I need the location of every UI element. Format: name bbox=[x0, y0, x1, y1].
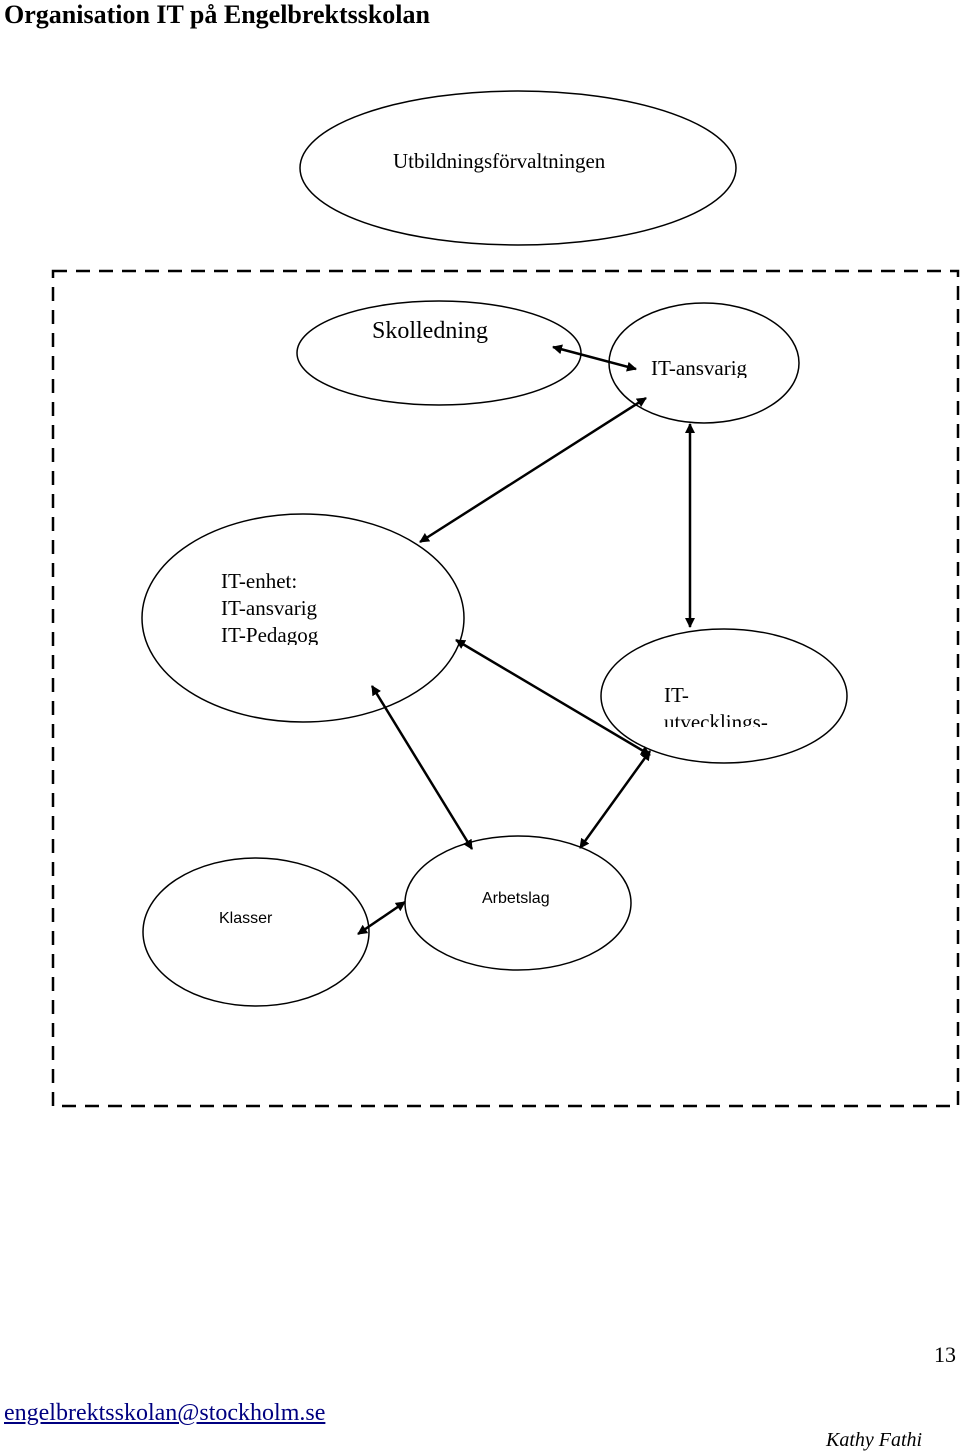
page-title: Organisation IT på Engelbrektsskolan bbox=[4, 0, 430, 29]
page-number: 13 bbox=[934, 1342, 956, 1367]
it-enhet-node bbox=[141, 513, 465, 723]
it-ansvarig-label: IT-ansvarig bbox=[651, 356, 748, 378]
author-name: Kathy Fathi bbox=[826, 1429, 923, 1451]
it-ansvarig-it-enhet-arrow bbox=[419, 396, 647, 544]
klasser-label: Klasser bbox=[219, 910, 273, 927]
utbildningsforvaltningen-node bbox=[299, 90, 737, 246]
it-enhet-label-line2: IT-ansvarig bbox=[221, 596, 318, 620]
it-utvecklings-label-line2: utvecklings- bbox=[664, 710, 768, 727]
it-utvecklings-node bbox=[600, 628, 848, 764]
it-utvecklings-label-line1: IT- bbox=[664, 683, 689, 707]
email-link[interactable]: engelbrektsskolan@stockholm.se bbox=[4, 1400, 326, 1426]
skolledning-it-ansvarig-arrow bbox=[552, 344, 637, 372]
school-boundary bbox=[51, 269, 960, 1108]
it-enhet-label-line3: IT-Pedagog bbox=[221, 623, 319, 645]
skolledning-node bbox=[296, 300, 582, 406]
it-enhet-arbetslag-arrow bbox=[370, 685, 474, 850]
klasser-arbetslag-arrow bbox=[357, 900, 406, 936]
klasser-node bbox=[142, 857, 370, 1007]
it-enhet-label-line1: IT-enhet: bbox=[221, 569, 298, 593]
it-enhet-it-utvecklings-arrow bbox=[455, 638, 651, 757]
skolledning-label: Skolledning bbox=[372, 318, 489, 344]
utbildningsforvaltningen-label: Utbildningsförvaltningen bbox=[393, 149, 606, 173]
arbetslag-label: Arbetslag bbox=[482, 890, 550, 907]
it-utvecklings-arbetslag-arrow bbox=[578, 750, 652, 849]
